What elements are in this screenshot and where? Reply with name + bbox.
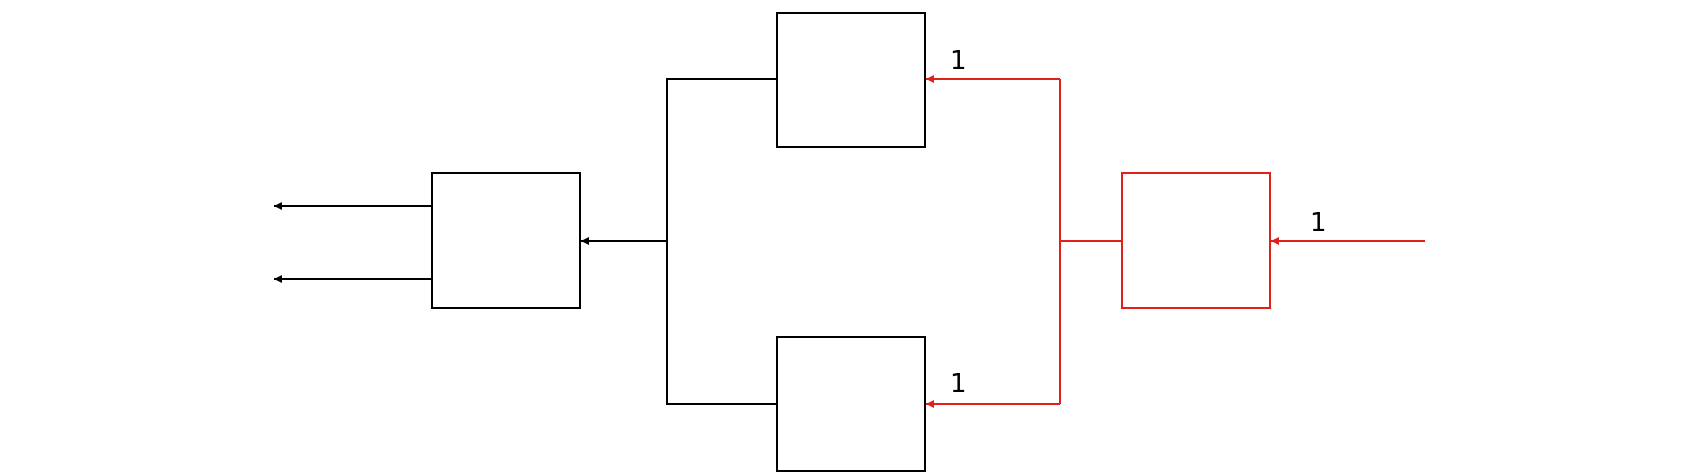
- left-node-box: [431, 172, 581, 309]
- top-middle-node-box: [776, 12, 926, 148]
- right-section: [926, 75, 1425, 408]
- merge-bus-connector: [666, 78, 777, 405]
- right-node-box: [1121, 172, 1271, 309]
- bottom-middle-node-box: [776, 336, 926, 472]
- left-section: [274, 12, 926, 472]
- right-input-label: 1: [1310, 208, 1327, 238]
- top-input-label: 1: [950, 46, 967, 76]
- bottom-input-label: 1: [950, 369, 967, 399]
